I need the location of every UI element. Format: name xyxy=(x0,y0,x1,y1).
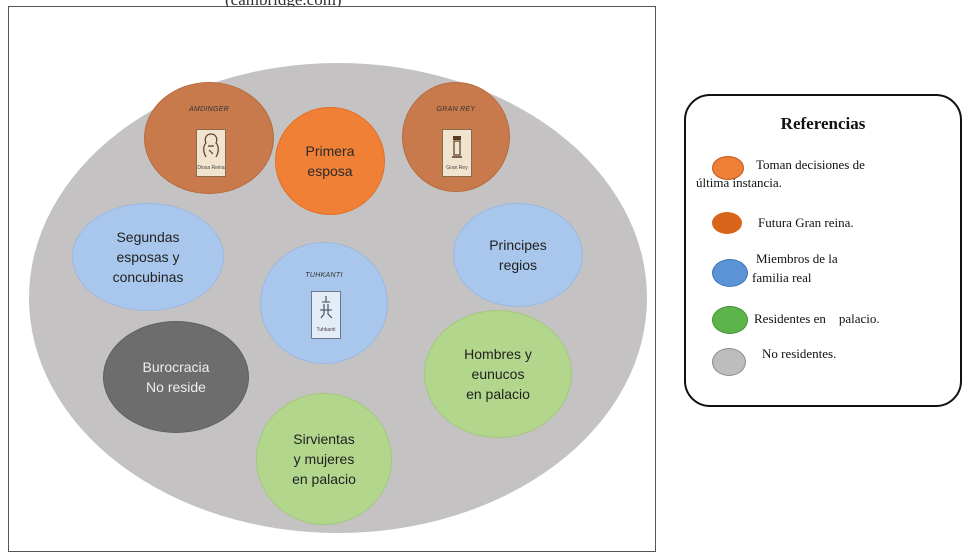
legend-text-2: Futura Gran reina. xyxy=(758,215,854,230)
goddess-figure-icon xyxy=(203,133,219,158)
segundas-line1: Segundas xyxy=(116,228,180,245)
gran-rey-plaque: Gran Rey xyxy=(442,129,472,177)
gran-rey-node: GRAN REY Gran Rey xyxy=(402,82,510,192)
sirvientas-line3: en palacio xyxy=(292,471,356,488)
principes-line2: regios xyxy=(498,257,538,273)
legend-title: Referencias xyxy=(780,114,866,133)
legend-text-1b: última instancia. xyxy=(696,175,782,190)
gran-rey-plaque-label: Gran Rey xyxy=(446,164,468,171)
hombres-line3: en palacio xyxy=(466,386,530,403)
burocracia-node: Burocracia No reside xyxy=(103,321,249,433)
amdinger-plaque-label: Diosa Reina xyxy=(197,164,225,171)
tuhkanti-node: TUHKANTI Tuhkanti xyxy=(260,242,388,364)
diagram-frame: AMDINGER Diosa Reina GRAN REY Gran Rey P… xyxy=(8,6,656,552)
legend-dot-green xyxy=(712,306,748,334)
king-figure-icon xyxy=(452,136,462,158)
legend-text-3a: Miembros de la xyxy=(756,251,838,266)
tuhkanti-plaque: Tuhkanti xyxy=(311,291,341,339)
hombres-line1: Hombres y xyxy=(464,345,532,362)
legend-dot-orange xyxy=(712,156,744,180)
segundas-line3: concubinas xyxy=(112,269,184,286)
amdinger-title: AMDINGER xyxy=(188,106,230,113)
legend-box: Referencias Toman decisiones de última i… xyxy=(684,94,962,407)
legend-text-1a: Toman decisiones de xyxy=(756,157,865,172)
gran-rey-title: GRAN REY xyxy=(436,106,476,113)
legend-dot-gray xyxy=(712,348,746,376)
caption: (cambridge.com) xyxy=(225,0,645,9)
legend-dot-darkorange xyxy=(712,212,742,234)
primera-line2: esposa xyxy=(307,163,353,179)
principes-regios-node: Principes regios xyxy=(453,203,583,307)
principes-line1: Principes xyxy=(489,236,547,253)
hombres-line2: eunucos xyxy=(471,365,525,382)
burocracia-line1: Burocracia xyxy=(142,358,210,375)
segundas-line2: esposas y xyxy=(116,248,180,265)
legend-text-3b: familia real xyxy=(752,270,812,285)
sirvientas-line1: Sirvientas xyxy=(293,430,355,447)
legend-dot-blue xyxy=(712,259,748,287)
hombres-eunucos-node: Hombres y eunucos en palacio xyxy=(424,310,572,438)
sirvientas-node: Sirvientas y mujeres en palacio xyxy=(256,393,392,525)
tuhkanti-plaque-label: Tuhkanti xyxy=(316,326,336,333)
tuhkanti-title: TUHKANTI xyxy=(305,272,343,279)
primera-esposa-node: Primera esposa xyxy=(275,107,385,215)
segundas-esposas-node: Segundas esposas y concubinas xyxy=(72,203,224,311)
sirvientas-line2: y mujeres xyxy=(293,450,355,467)
amdinger-plaque: Diosa Reina xyxy=(196,129,226,177)
primera-line1: Primera xyxy=(305,142,355,159)
amdinger-node: AMDINGER Diosa Reina xyxy=(144,82,274,194)
legend-text-4: Residentes en palacio. xyxy=(754,311,880,326)
legend-text-5: No residentes. xyxy=(762,346,837,361)
burocracia-line2: No reside xyxy=(146,379,206,395)
prince-figure-icon xyxy=(320,296,333,319)
